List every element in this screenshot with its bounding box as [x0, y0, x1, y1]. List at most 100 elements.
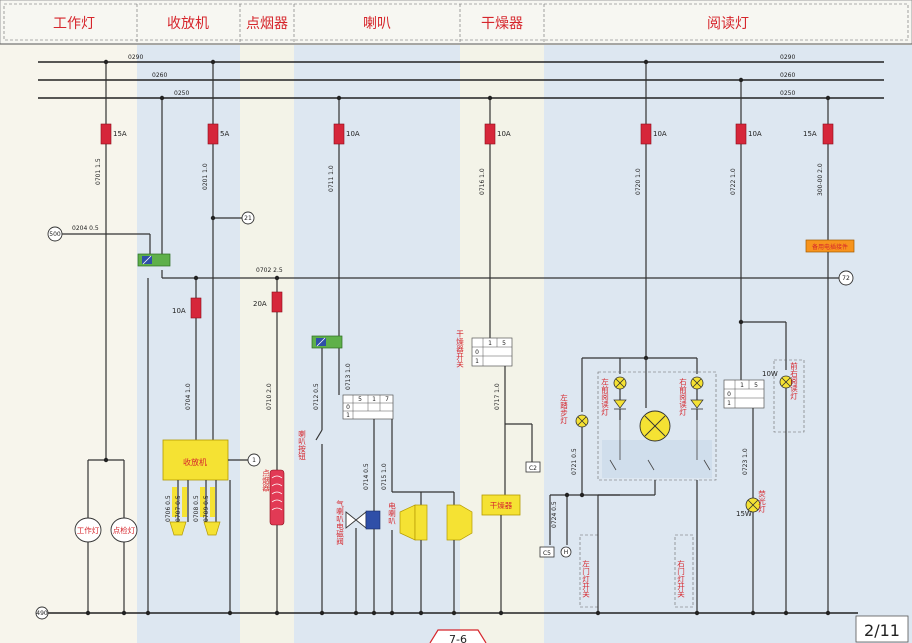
fuse-cigar-label: 20A	[253, 300, 267, 308]
node-500-label: 500	[49, 231, 61, 238]
node-h-label: H	[564, 549, 569, 556]
bulb-power-label: 10W	[762, 370, 778, 378]
svg-text:7: 7	[385, 396, 389, 403]
air-horn-valve	[345, 510, 381, 530]
svg-text:0: 0	[727, 391, 731, 398]
dryer-switch-connector: 1 5 0 1	[471, 337, 513, 367]
wire-0720-label: 0720 1.0	[635, 168, 642, 195]
wire-0715-label: 0715 1.0	[381, 463, 388, 490]
node-72-label: 72	[842, 275, 850, 282]
node-1-label: 1	[252, 457, 256, 464]
spare-socket-box	[805, 239, 855, 253]
left-front-reading-label: 左前阅读灯	[600, 377, 609, 417]
wire-0717-label: 0717 1.0	[494, 383, 501, 410]
wire-0716-label: 0716 1.0	[479, 168, 486, 195]
node-1	[247, 453, 261, 467]
right-door-switch-label: 右门灯开关	[676, 559, 685, 599]
bus-label-0260-left: 0260	[152, 72, 167, 79]
wire-0708-label: 0708 0.5	[193, 495, 200, 522]
node-c5	[539, 546, 555, 558]
node-c2	[525, 461, 541, 473]
svg-text:1: 1	[488, 340, 492, 347]
wire-0710-label: 0710 2.0	[266, 383, 273, 410]
fuse-horn-label: 10A	[346, 130, 360, 138]
wire-0201-label: 0201 1.0	[202, 163, 209, 190]
svg-text:0: 0	[346, 404, 350, 411]
svg-text:1: 1	[727, 400, 731, 407]
fuse-radio-label: 5A	[220, 130, 229, 138]
inspection-lamp-label: 点检灯	[113, 525, 136, 535]
wire-0713-label: 0713 1.0	[345, 363, 352, 390]
fluor-power-label: 15W	[736, 510, 752, 518]
bus-label-0290-left: 0290	[128, 54, 143, 61]
cigar-lighter-coil	[269, 469, 285, 526]
bottom-tab-label: 7-6	[449, 633, 467, 643]
radio-box	[162, 439, 229, 481]
svg-text:1: 1	[372, 396, 376, 403]
reading-lamp-assembly	[597, 371, 717, 481]
svg-text:1: 1	[475, 358, 479, 365]
fluorescent-label: 荧光灯	[757, 489, 766, 514]
node-21	[241, 211, 255, 225]
horn-button-label: 喇叭按钮	[297, 429, 306, 462]
fluor-switch-connector: 1 5 0 1	[723, 379, 765, 409]
section-label-radio: 收放机	[167, 16, 209, 32]
bottom-tab	[429, 629, 487, 643]
node-c5-label: C5	[543, 550, 551, 557]
horn-relay-connector: 5 1 7 0 1	[342, 394, 394, 420]
svg-text:5: 5	[754, 382, 758, 389]
front-right-reading-lamp-icon	[779, 375, 793, 389]
bus-label-0250-right: 0250	[780, 90, 795, 97]
fuse-reading	[640, 123, 652, 145]
section-label-dryer: 干燥器	[481, 16, 523, 32]
front-right-reading-box	[773, 359, 805, 433]
fuse-radio-10a	[190, 297, 202, 319]
node-c2-label: C2	[529, 465, 537, 472]
cigar-label: 点烟器	[261, 468, 270, 492]
section-label-reading: 阅读灯	[707, 15, 749, 32]
band-reading	[544, 45, 912, 643]
header-bar: 工作灯 收放机 点烟器 喇叭 干燥器 阅读灯	[0, 0, 912, 45]
svg-text:5: 5	[502, 340, 506, 347]
fuse-work-label: 15A	[113, 130, 127, 138]
wire-0721-label: 0721 0.5	[571, 448, 578, 475]
section-label-horn: 喇叭	[363, 16, 391, 32]
work-lamp-label: 工作灯	[77, 525, 100, 535]
wire-0702-label: 0702 2.5	[256, 267, 283, 274]
dryer-switch-label: 干燥器开关	[455, 330, 464, 369]
wire-0707-label: 0707 0.5	[175, 495, 182, 522]
section-label-cigar: 点烟器	[246, 16, 288, 32]
wire-0704-label: 0704 1.0	[185, 383, 192, 410]
right-front-reading-label: 右前阅读灯	[678, 377, 687, 417]
air-horn-valve-label: 气喇叭电磁阀	[335, 499, 344, 547]
wire-0204-label: 0204 0.5	[72, 225, 99, 232]
ground-node	[35, 606, 49, 620]
electric-horn-label: 电喇叭	[387, 501, 396, 526]
wire-0711-label: 0711 1.0	[328, 165, 335, 192]
fuse-cigar	[271, 291, 283, 313]
band-cigar	[240, 45, 294, 643]
fuse-reading-label: 10A	[653, 130, 667, 138]
front-right-reading-label: 前右阅读灯	[789, 361, 798, 401]
svg-text:1: 1	[740, 382, 744, 389]
wire-0712-label: 0712 0.5	[313, 383, 320, 410]
wire-0722-label: 0722 1.0	[730, 168, 737, 195]
radio-label: 收放机	[183, 457, 207, 467]
left-step-lamp-label: 左踏步灯	[559, 393, 568, 426]
left-door-switch-label: 左门灯开关	[581, 559, 590, 599]
wire-0701-label: 0701 1.5	[95, 158, 102, 185]
ceiling-reading-lamp-icon	[639, 410, 671, 442]
wire-0724-label: 0724 0.5	[551, 501, 558, 528]
left-step-lamp-icon	[575, 414, 589, 428]
spare-socket-label: 备用电插接件	[812, 243, 848, 251]
bus-label-0260-right: 0260	[780, 72, 795, 79]
page-number: 2/11	[864, 621, 900, 640]
radio-outputs	[169, 480, 221, 536]
electric-horn-icon	[399, 504, 473, 541]
band-radio	[137, 45, 240, 643]
fuse-dryer-label: 10A	[497, 130, 511, 138]
horn-button-switch	[315, 429, 323, 613]
wire-0723-label: 0723 1.0	[742, 448, 749, 475]
node-490-label: 490	[36, 610, 48, 617]
